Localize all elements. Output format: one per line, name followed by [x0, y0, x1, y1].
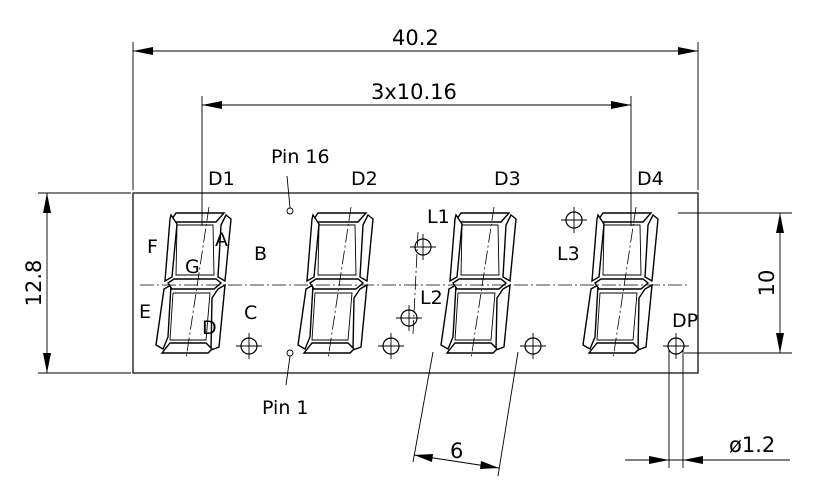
segment-a	[310, 212, 368, 223]
hole-spacing-label: 6	[450, 439, 463, 463]
segment-b	[359, 213, 374, 283]
segment-a	[168, 212, 226, 223]
segment-b	[217, 213, 232, 283]
digit-label-d4: D4	[637, 168, 664, 190]
dp-dot-3	[520, 333, 546, 359]
segment-d	[302, 342, 355, 354]
segment-b	[644, 213, 659, 283]
digit-upper-window	[602, 224, 642, 276]
digit-centerline	[470, 206, 495, 360]
digit-upper-window	[317, 224, 357, 276]
segment-e	[440, 283, 457, 351]
segment-a	[453, 212, 511, 223]
segment-g	[594, 278, 650, 290]
segment-a	[595, 212, 653, 223]
pin16-leader	[286, 175, 291, 209]
pin16-label: Pin 16	[271, 146, 330, 168]
segment-label-b: B	[254, 243, 267, 265]
digit-lower-window	[596, 292, 638, 341]
segment-e	[582, 283, 599, 351]
segment-d	[587, 342, 640, 354]
digit-centerline	[327, 206, 352, 360]
l3-dot	[561, 207, 587, 233]
segment-f	[164, 213, 178, 283]
pin1-label: Pin 1	[262, 397, 309, 419]
package-outline	[132, 192, 699, 374]
segment-d	[445, 342, 498, 354]
dp-dot-1	[236, 333, 262, 359]
digit-height-label: 10	[755, 270, 779, 297]
digit-centerline	[185, 206, 210, 360]
digit-2	[297, 206, 374, 360]
digit-label-d3: D3	[494, 168, 521, 190]
l1-dot	[410, 234, 436, 260]
segment-f	[449, 213, 463, 283]
indicator-label-l2: L2	[420, 287, 443, 309]
hole-diameter-label: ø1.2	[729, 433, 775, 457]
segment-label-g: G	[185, 256, 200, 278]
digit-centerline	[612, 206, 637, 360]
dp-dot-2	[378, 333, 404, 359]
segment-e	[155, 283, 172, 351]
digit-1	[155, 206, 232, 360]
digit-lower-window	[311, 292, 353, 341]
segment-label-e: E	[139, 301, 151, 323]
height-label: 12.8	[22, 260, 46, 307]
colon-centerline	[412, 231, 419, 335]
segment-label-f: F	[147, 236, 158, 258]
segment-g	[167, 278, 223, 290]
digit-3	[440, 206, 517, 360]
digit-label-d1: D1	[208, 168, 235, 190]
digit-label-d2: D2	[351, 168, 378, 190]
digit-upper-window	[175, 224, 215, 276]
pitch-label: 3x10.16	[371, 80, 457, 104]
segment-label-a: A	[215, 229, 228, 251]
segment-g	[452, 278, 508, 290]
segment-d	[160, 342, 213, 354]
digit-lower-window	[454, 292, 496, 341]
segment-c	[495, 283, 511, 352]
segment-b	[502, 213, 517, 283]
segment-label-d: D	[202, 317, 217, 339]
dp-dot-4	[663, 333, 689, 359]
segment-f	[591, 213, 605, 283]
segment-label-c: C	[244, 302, 257, 324]
digit-lower-window	[169, 292, 211, 341]
pin16-mark	[286, 207, 294, 215]
indicator-label-dp: DP	[672, 310, 698, 332]
segment-e	[297, 283, 314, 351]
segment-c	[352, 283, 368, 352]
segment-f	[306, 213, 320, 283]
indicator-label-l3: L3	[557, 243, 580, 265]
l2-dot	[396, 305, 422, 331]
pin1-mark	[286, 349, 294, 357]
overall-width-label: 40.2	[392, 26, 439, 50]
digit-4	[582, 206, 659, 360]
pin1-leader	[285, 355, 291, 386]
digit-upper-window	[460, 224, 500, 276]
segment-c	[210, 283, 226, 352]
segment-c	[637, 283, 653, 352]
indicator-label-l1: L1	[427, 206, 450, 228]
segment-g	[309, 278, 365, 290]
